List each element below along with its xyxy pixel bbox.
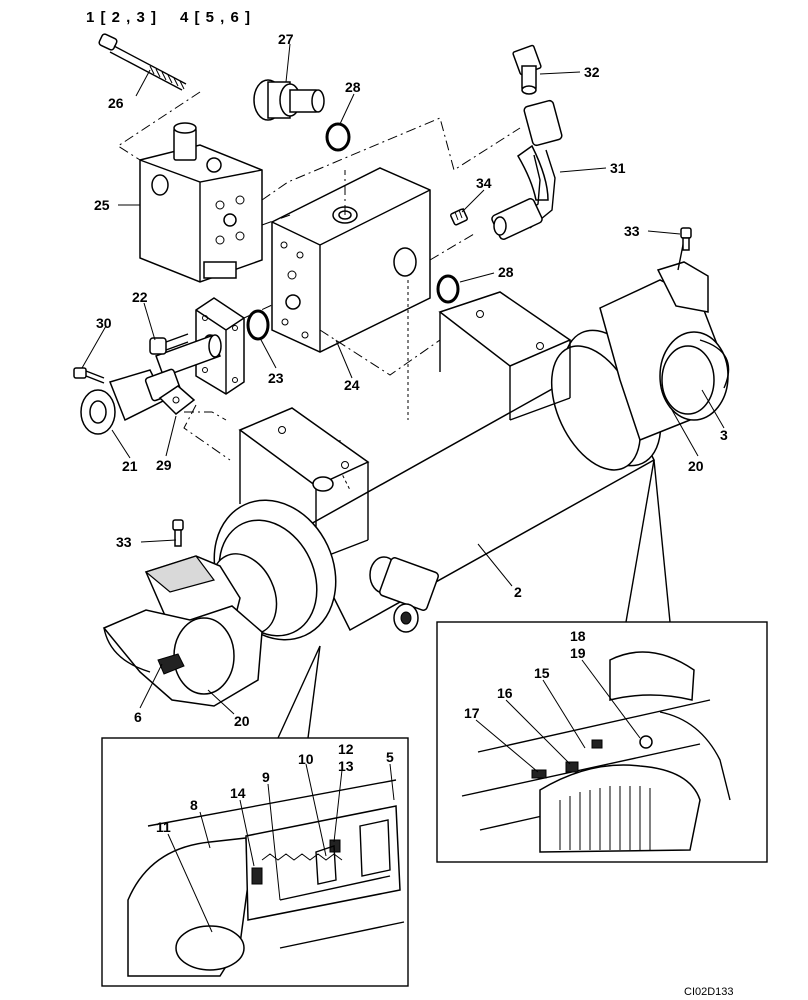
callout-15: 15: [534, 665, 550, 681]
callout-17: 17: [464, 705, 480, 721]
callout-18: 18: [570, 628, 586, 644]
callout-5: 5: [386, 749, 394, 765]
callout-23: 23: [268, 370, 284, 386]
callout-32: 32: [584, 64, 600, 80]
callout-27: 27: [278, 31, 294, 47]
detail-box-rod-seal: [101, 645, 409, 987]
drawing-code: CI02D133: [684, 986, 734, 998]
callout-20a: 20: [688, 458, 704, 474]
elbow-fitting-21: [80, 368, 182, 435]
o-ring-28b: [436, 274, 460, 304]
callout-22: 22: [132, 289, 148, 305]
callout-29: 29: [156, 457, 172, 473]
port-fitting: [369, 556, 439, 633]
assembly-lines: [117, 91, 521, 491]
callout-21: 21: [122, 458, 138, 474]
callout-11: 11: [156, 819, 171, 835]
callout-3: 3: [720, 427, 728, 443]
bolt-22: [149, 333, 189, 355]
callout-34: 34: [476, 175, 492, 191]
callout-20b: 20: [234, 713, 250, 729]
callout-8: 8: [190, 797, 198, 813]
manifold-block-24: [271, 167, 431, 353]
callout-28a: 28: [345, 79, 361, 95]
callout-14: 14: [230, 785, 246, 801]
rod-end-assembly: [102, 499, 337, 707]
callout-10: 10: [298, 751, 314, 767]
callout-33b: 33: [116, 534, 132, 550]
callout-31: 31: [610, 160, 626, 176]
leader-lines: [81, 43, 725, 933]
callout-9: 9: [262, 769, 270, 785]
callout-28b: 28: [498, 264, 514, 280]
callout-6: 6: [134, 709, 142, 725]
hose-31: [491, 99, 563, 240]
plug-27: [253, 79, 325, 121]
callout-2: 2: [514, 584, 522, 600]
callout-30: 30: [96, 315, 112, 331]
clamp-29: [158, 385, 196, 415]
header-group-a: 1 [ 2 , 3 ]: [86, 9, 157, 26]
o-ring-28a: [325, 122, 351, 152]
grease-nipple-33b: [172, 519, 184, 547]
mounting-bracket-lower: [238, 407, 370, 561]
callout-19: 19: [570, 645, 586, 661]
elbow-fitting-32: [512, 44, 542, 95]
callout-12: 12: [338, 741, 354, 757]
header-group-b: 4 [ 5 , 6 ]: [180, 9, 251, 26]
callout-13: 13: [338, 758, 354, 774]
flange-assembly: [155, 297, 245, 395]
grease-nipple-33a: [680, 227, 692, 251]
callout-33a: 33: [624, 223, 640, 239]
callout-labels: 26 27 28 32 31 34 25 28 33 22 30 23 24 3…: [94, 31, 728, 835]
callout-25: 25: [94, 197, 110, 213]
mounting-bracket-upper: [438, 291, 572, 421]
bolt-26: [98, 33, 187, 91]
bolt-30: [73, 367, 105, 384]
valve-block-25: [139, 122, 263, 283]
callout-24: 24: [344, 377, 360, 393]
callout-16: 16: [497, 685, 513, 701]
plug-34: [450, 207, 468, 226]
detail-box-piston: [436, 459, 768, 863]
callout-26: 26: [108, 95, 124, 111]
